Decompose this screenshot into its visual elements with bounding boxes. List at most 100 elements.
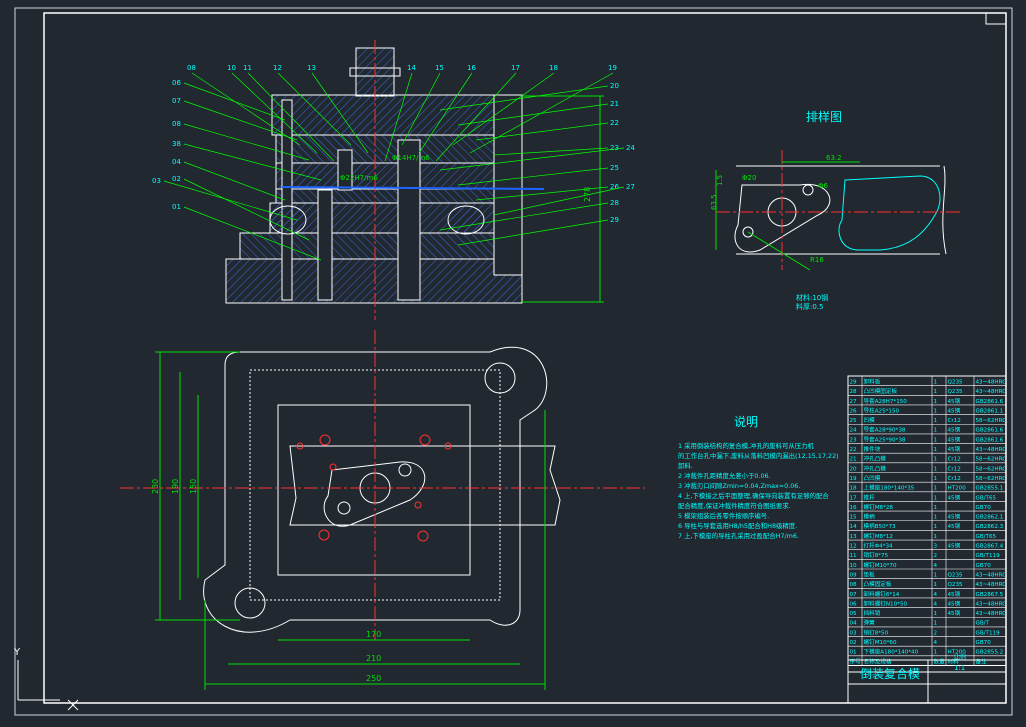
callout-top: 13 [307, 64, 316, 72]
callout-right: 24 [626, 144, 635, 152]
bom-cell-mat: 45钢 [948, 493, 961, 501]
leader-line [183, 82, 286, 121]
plan-height-dim-inner: 150 [189, 479, 198, 494]
leader-line [183, 161, 286, 201]
bom-cell-name: 冲孔凸模 [864, 464, 887, 472]
callout-left: 07 [172, 97, 181, 105]
strip-layout-view[interactable] [715, 150, 960, 271]
bom-header-row: 序号名称及规格数量材料备注 [850, 657, 988, 665]
bom-cell-no: 16 [850, 505, 858, 511]
bom-cell-name: 销钉8*50 [864, 628, 889, 636]
blank-small-hole-left [742, 226, 754, 238]
leader-line [475, 122, 609, 141]
bom-cell-name: 螺钉M10*70 [864, 561, 897, 569]
bom-cell-name: 螺钉M8*12 [864, 532, 894, 540]
bom-cell-mat: 45钢 [948, 542, 961, 550]
bom-cell-note: GB/T65 [976, 495, 997, 501]
bom-cell-name: 凸模固定板 [864, 580, 892, 588]
die-seat-inner-outline [249, 369, 501, 601]
bom-cell-name: 挡料销 [864, 609, 881, 617]
bom-cell-qty: 1 [934, 418, 938, 424]
bom-cell-no: 20 [850, 466, 858, 472]
strip-break-line [942, 165, 947, 255]
bom-cell-mat: 45钢 [948, 522, 961, 530]
bom-cell-note: GB2862.3 [976, 524, 1004, 530]
plan-view[interactable] [120, 330, 645, 690]
bom-cell-qty: 1 [934, 379, 938, 385]
bom-cell-qty: 1 [934, 437, 938, 443]
strip-section-line [281, 186, 545, 190]
bom-header-no: 序号 [850, 657, 862, 665]
callout-top: 10 [227, 64, 236, 72]
bom-cell-qty: 1 [934, 505, 938, 511]
bom-cell-note: GB2861.6 [976, 399, 1004, 405]
bom-cell-name: 下模座A180*140*40 [864, 648, 919, 656]
hole-dia-a: Φ20 [742, 174, 756, 182]
bom-cell-mat: HT200 [948, 650, 967, 656]
section-view[interactable] [225, 40, 604, 320]
callout-top: 12 [273, 64, 282, 72]
leader-line [311, 72, 369, 154]
bom-cell-no: 13 [850, 534, 858, 540]
callout-right: 22 [610, 119, 619, 127]
bom-cell-note: GB/T65 [976, 534, 997, 540]
leader-line [457, 103, 609, 126]
bom-cell-mat: 45钢 [948, 426, 961, 434]
title-block-frame [847, 659, 1007, 704]
bom-cell-note: 58~62HRC [976, 457, 1007, 463]
bom-cell-note: 43~48HRC [976, 447, 1007, 453]
fit-label-upper: Φ14H7/m6 [392, 154, 430, 162]
callout-left: 38 [172, 140, 181, 148]
bom-cell-name: 推杆 [864, 493, 876, 501]
leader-line [439, 147, 625, 171]
bom-cell-qty: 2 [934, 630, 938, 636]
bom-cell-note: 58~62HRC [976, 466, 1007, 472]
callout-right: 20 [610, 82, 619, 90]
bom-header-note: 备注 [976, 657, 988, 665]
guide-pillar-left [281, 99, 293, 301]
bom-cell-name: 模柄 [864, 513, 876, 521]
bom-cell-no: 24 [850, 428, 858, 434]
bom-cell-no: 01 [850, 650, 858, 656]
callout-top: 19 [608, 64, 617, 72]
callout-left: 03 [152, 177, 161, 185]
leader-line [163, 180, 298, 221]
blank-small-hole-right [802, 184, 814, 196]
bom-cell-note: 43~48HRC [976, 611, 1007, 617]
callout-top: 08 [187, 64, 196, 72]
bom-cell-name: 导套A25*90*38 [864, 435, 906, 443]
bom-cell-qty: 4 [934, 563, 938, 569]
